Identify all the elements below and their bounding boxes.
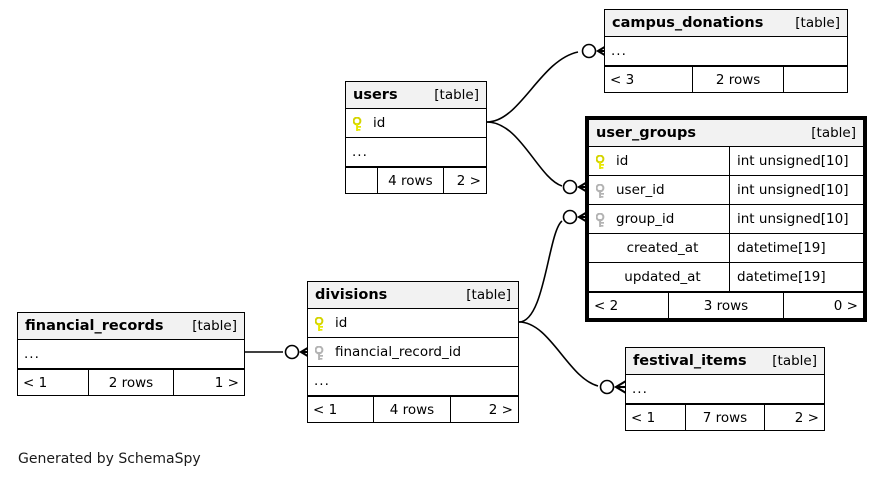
column-name: id	[308, 309, 518, 337]
column-row-created-at: created_at datetime[19]	[589, 234, 863, 263]
column-name: user_id	[589, 176, 729, 204]
footer-children-count: 2 >	[456, 172, 481, 189]
table-footer: < 1 2 rows 1 >	[18, 369, 244, 395]
footer-parents-count: < 2	[594, 297, 619, 314]
column-row-id: id	[308, 309, 518, 338]
column-type: int unsigned[10]	[729, 205, 863, 233]
edge-users-user-groups	[486, 121, 590, 195]
footer-children-count: 0 >	[833, 297, 858, 314]
footer-children-count: 1 >	[214, 374, 239, 391]
table-header: festival_items [table]	[626, 348, 824, 375]
column-name: created_at	[626, 240, 699, 256]
column-type: int unsigned[10]	[729, 176, 863, 204]
column-row-ellipsis: ...	[308, 367, 518, 396]
column-row-updated-at: updated_at datetime[19]	[589, 263, 863, 292]
column-row-id: id int unsigned[10]	[589, 147, 863, 176]
table-campus-donations[interactable]: campus_donations [table] ... < 3 2 rows	[604, 9, 848, 93]
table-title: financial_records	[25, 318, 164, 334]
column-name: ...	[611, 43, 627, 59]
column-name: id	[346, 109, 486, 137]
table-header: user_groups [table]	[589, 120, 863, 147]
table-type-tag: [table]	[466, 287, 511, 303]
column-name: financial_record_id	[308, 338, 518, 366]
footer-parents-count: < 3	[610, 71, 635, 88]
table-title: divisions	[315, 287, 388, 303]
column-name: ...	[632, 381, 648, 397]
table-footer: < 2 3 rows 0 >	[589, 292, 863, 318]
table-users[interactable]: users [table] id ... 4 rows	[345, 81, 487, 194]
table-type-tag: [table]	[811, 125, 856, 141]
column-type: int unsigned[10]	[729, 147, 863, 175]
gray-key-icon	[595, 183, 609, 199]
yellow-key-icon	[352, 116, 366, 132]
table-user-groups[interactable]: user_groups [table] id int unsigned[10]	[585, 116, 867, 322]
column-row-financial-record-id: financial_record_id	[308, 338, 518, 367]
table-footer: < 1 7 rows 2 >	[626, 404, 824, 430]
footer-row-count: 2 rows	[88, 370, 174, 395]
column-type: datetime[19]	[729, 234, 863, 262]
column-type: datetime[19]	[729, 263, 863, 291]
table-title: festival_items	[633, 353, 747, 369]
table-header: divisions [table]	[308, 282, 518, 309]
table-header: financial_records [table]	[18, 313, 244, 340]
footer-row-count: 7 rows	[685, 405, 765, 430]
column-name: updated_at	[624, 269, 701, 285]
footer-children-count: 2 >	[794, 409, 819, 426]
column-row-id: id	[346, 109, 486, 138]
edge-financial-records-divisions	[245, 344, 312, 360]
column-row-ellipsis: ...	[346, 138, 486, 167]
column-row-ellipsis: ...	[18, 340, 244, 369]
table-title: user_groups	[596, 125, 697, 141]
column-name: ...	[314, 373, 330, 389]
footer-parents-count: < 1	[631, 409, 656, 426]
footer-row-count: 4 rows	[376, 168, 444, 193]
footer-row-count: 2 rows	[692, 67, 785, 92]
footer-parents-count: < 1	[313, 401, 338, 418]
table-footer: 4 rows 2 >	[346, 167, 486, 193]
table-financial-records[interactable]: financial_records [table] ... < 1 2 rows…	[17, 312, 245, 396]
footer-row-count: 3 rows	[668, 293, 784, 318]
gray-key-icon	[314, 345, 328, 361]
table-type-tag: [table]	[772, 353, 817, 369]
column-row-group-id: group_id int unsigned[10]	[589, 205, 863, 234]
table-footer: < 1 4 rows 2 >	[308, 396, 518, 422]
column-label: user_id	[616, 182, 665, 198]
column-row-ellipsis: ...	[626, 375, 824, 404]
footer-parents-count	[346, 168, 377, 193]
column-label: id	[616, 153, 629, 169]
yellow-key-icon	[314, 316, 328, 332]
column-name: group_id	[589, 205, 729, 233]
edge-divisions-user-groups	[518, 209, 590, 323]
column-label: id	[335, 315, 348, 331]
table-type-tag: [table]	[192, 318, 237, 334]
column-label: group_id	[616, 211, 675, 227]
table-type-tag: [table]	[434, 87, 479, 103]
table-divisions[interactable]: divisions [table] id	[307, 281, 519, 423]
table-title: users	[353, 87, 398, 103]
column-label: id	[373, 115, 386, 131]
edge-divisions-festival-items	[518, 321, 627, 395]
column-label: financial_record_id	[335, 344, 462, 360]
footer-children-count: 2 >	[488, 401, 513, 418]
footer-parents-count: < 1	[23, 374, 48, 391]
table-header: users [table]	[346, 82, 486, 109]
table-festival-items[interactable]: festival_items [table] ... < 1 7 rows 2 …	[625, 347, 825, 431]
table-type-tag: [table]	[795, 15, 840, 31]
yellow-key-icon	[595, 154, 609, 170]
footer-children-count	[784, 67, 847, 92]
table-header: campus_donations [table]	[605, 10, 847, 37]
gray-key-icon	[595, 212, 609, 228]
column-name: id	[589, 147, 729, 175]
column-name: ...	[352, 144, 368, 160]
column-name: ...	[24, 346, 40, 362]
edge-users-campus-donations	[486, 43, 609, 123]
column-row-user-id: user_id int unsigned[10]	[589, 176, 863, 205]
column-row-ellipsis: ...	[605, 37, 847, 66]
footer-row-count: 4 rows	[373, 397, 451, 422]
table-title: campus_donations	[612, 15, 764, 31]
table-footer: < 3 2 rows	[605, 66, 847, 92]
generated-by-credit: Generated by SchemaSpy	[18, 451, 201, 467]
